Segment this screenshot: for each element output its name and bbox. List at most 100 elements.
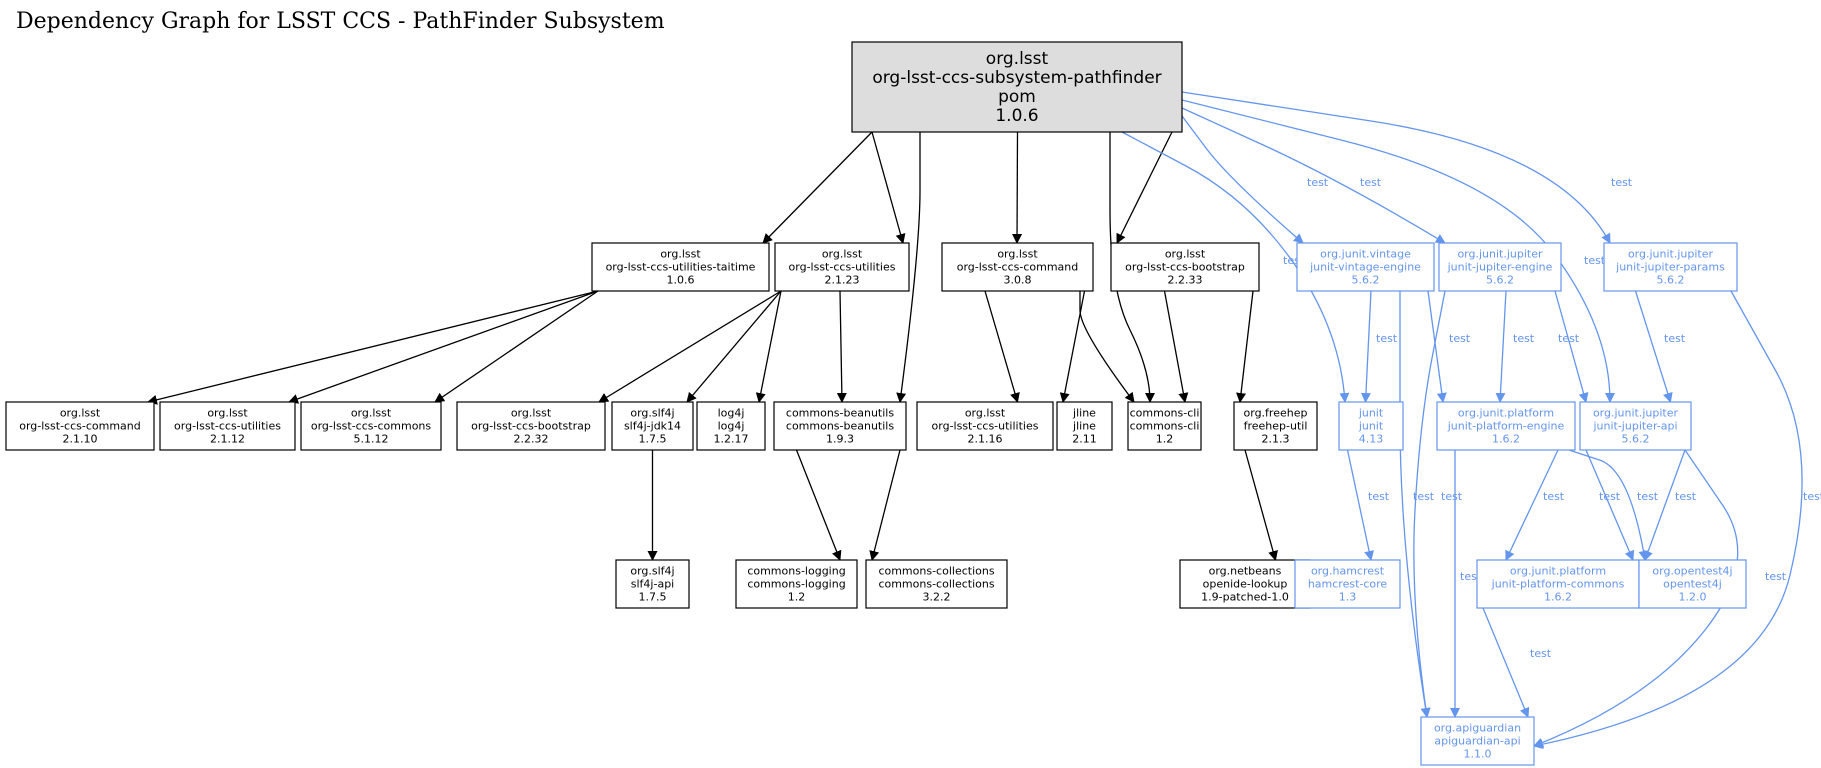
node-box bbox=[1056, 401, 1113, 451]
edge-label: test bbox=[1360, 176, 1382, 189]
edge-freehep-to-openide bbox=[1244, 449, 1278, 561]
node-label-line: 1.0.6 bbox=[995, 106, 1038, 126]
node-box bbox=[5, 401, 155, 451]
node-box bbox=[696, 401, 766, 451]
node-label-line: org-lsst-ccs-bootstrap bbox=[471, 420, 591, 433]
node-label-line: 1.2.0 bbox=[1679, 591, 1707, 604]
edge-label: test bbox=[1460, 570, 1482, 583]
edge-jupiterapi-to-opentest4j bbox=[1643, 449, 1686, 561]
node-platformengine: org.junit.platformjunit-platform-engine1… bbox=[1436, 401, 1576, 451]
node-label-line: 3.0.8 bbox=[1004, 274, 1032, 287]
node-label-line: commons-cli bbox=[1130, 420, 1200, 433]
node-label-line: 5.6.2 bbox=[1622, 433, 1650, 446]
node-label-line: org-lsst-ccs-command bbox=[957, 261, 1079, 274]
edge-utilities2123-to-log4j bbox=[755, 290, 782, 403]
node-box bbox=[1296, 242, 1435, 292]
edge-root-to-beanutils bbox=[896, 132, 921, 403]
edge-platformcommons-to-apiguardian bbox=[1482, 607, 1530, 718]
node-label-line: org.slf4j bbox=[630, 407, 674, 420]
edge-beanutils-to-collections bbox=[869, 449, 901, 561]
node-label-line: 2.1.3 bbox=[1262, 433, 1290, 446]
node-label-line: 5.6.2 bbox=[1352, 274, 1380, 287]
node-label-line: log4j bbox=[718, 420, 745, 433]
edge-root-to-vintage bbox=[1181, 115, 1304, 244]
edge-utilities2123-to-bootstrap2232 bbox=[598, 290, 782, 403]
node-box bbox=[1110, 242, 1260, 292]
edge-label: test bbox=[1441, 490, 1463, 503]
node-label-line: org.lsst bbox=[1165, 248, 1206, 261]
node-box bbox=[1420, 716, 1535, 766]
node-label-line: 1.7.5 bbox=[639, 591, 667, 604]
edge-label: test bbox=[1449, 332, 1471, 345]
node-label-line: opentest4j bbox=[1663, 578, 1722, 591]
edge-command308-to-commonscli bbox=[1079, 291, 1135, 403]
node-box bbox=[1603, 242, 1738, 292]
node-collections: commons-collectionscommons-collections3.… bbox=[865, 559, 1008, 609]
node-label-line: 5.6.2 bbox=[1657, 274, 1685, 287]
node-box bbox=[300, 401, 442, 451]
edge-root-to-junit bbox=[1121, 131, 1350, 403]
node-label-line: junit-platform-commons bbox=[1491, 578, 1625, 591]
node-label-line: org.junit.platform bbox=[1510, 565, 1606, 578]
node-label-line: junit bbox=[1358, 420, 1384, 433]
node-label-line: org.lsst bbox=[822, 248, 863, 261]
edge-utilities2123-to-slf4jjdk bbox=[686, 290, 782, 403]
node-label-line: 4.13 bbox=[1359, 433, 1384, 446]
node-label-line: 2.1.10 bbox=[63, 433, 98, 446]
node-label-line: commons-logging bbox=[747, 565, 845, 578]
node-label-line: slf4j-jdk14 bbox=[624, 420, 681, 433]
node-label-line: org.lsst bbox=[660, 248, 701, 261]
node-label-line: pom bbox=[998, 87, 1036, 107]
edge-root-to-bootstrap2233 bbox=[1116, 131, 1173, 244]
edge-jupiterapi-to-apiguardian bbox=[1533, 449, 1739, 748]
node-label-line: 3.2.2 bbox=[923, 591, 951, 604]
node-box bbox=[1127, 401, 1202, 451]
node-label-line: 2.11 bbox=[1072, 433, 1097, 446]
node-label-line: org-lsst-ccs-command bbox=[19, 420, 141, 433]
node-label-line: 1.6.2 bbox=[1544, 591, 1572, 604]
node-label-line: 1.2.17 bbox=[714, 433, 749, 446]
node-box bbox=[851, 41, 1183, 133]
node-label-line: org.junit.vintage bbox=[1320, 248, 1411, 261]
node-label-line: commons-logging bbox=[747, 578, 845, 591]
edge-label: test bbox=[1368, 490, 1390, 503]
edge-label: test bbox=[1513, 332, 1535, 345]
edge-taitime-to-utilities2112 bbox=[288, 290, 599, 404]
node-label-line: org.lsst bbox=[997, 248, 1038, 261]
node-openide: org.netbeansopenide-lookup1.9-patched-1.… bbox=[1179, 559, 1311, 609]
edge-root-to-jupiterengine bbox=[1181, 107, 1446, 244]
node-box bbox=[774, 242, 910, 292]
node-label-line: org-lsst-ccs-bootstrap bbox=[1125, 261, 1245, 274]
node-label-line: junit-jupiter-engine bbox=[1447, 261, 1553, 274]
edge-beanutils-to-logging bbox=[795, 449, 842, 561]
edge-root-to-utilities2123 bbox=[871, 131, 906, 244]
node-label-line: org-lsst-ccs-commons bbox=[311, 420, 432, 433]
node-label-line: org-lsst-ccs-utilities bbox=[932, 420, 1039, 433]
node-label-line: org.lsst bbox=[207, 407, 248, 420]
node-label-line: 2.2.33 bbox=[1168, 274, 1203, 287]
node-label-line: org-lsst-ccs-utilities-taitime bbox=[606, 261, 756, 274]
edge-command308-to-jline bbox=[1059, 290, 1086, 403]
node-label-line: org-lsst-ccs-utilities bbox=[174, 420, 281, 433]
node-label-line: org.junit.jupiter bbox=[1457, 248, 1543, 261]
node-label-line: org.junit.jupiter bbox=[1628, 248, 1714, 261]
node-box bbox=[773, 401, 907, 451]
node-box bbox=[615, 559, 690, 609]
node-label-line: log4j bbox=[718, 407, 745, 420]
node-label-line: 2.2.32 bbox=[514, 433, 549, 446]
node-label-line: org.lsst bbox=[60, 407, 101, 420]
node-label-line: hamcrest-core bbox=[1308, 578, 1388, 591]
node-label-line: org.hamcrest bbox=[1311, 565, 1385, 578]
